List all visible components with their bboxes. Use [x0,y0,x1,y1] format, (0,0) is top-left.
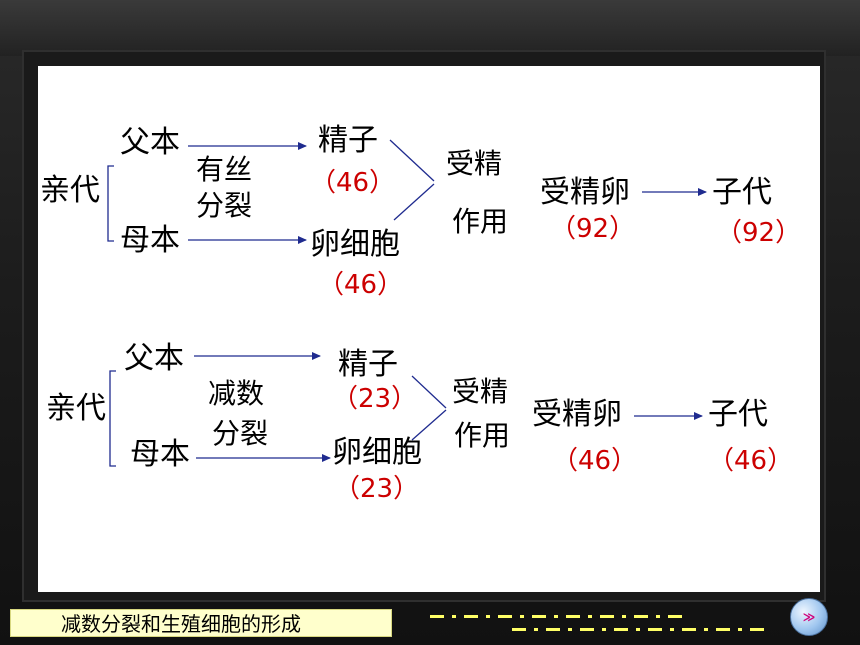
bottom-parents-label: 亲代 [46,391,106,426]
next-slide-button[interactable]: ≫ [790,598,828,636]
top-mother-label: 母本 [120,223,180,258]
bottom-root-bracket [109,370,116,467]
double-chevron-icon: ≫ [802,610,816,624]
bottom-fertilization-label-1: 受精 [452,375,509,408]
top-egg-count: （46） [318,270,404,300]
top-sperm-connector [389,139,435,182]
top-egg-connector [393,183,435,221]
bottom-zygote-count: （46） [552,446,638,476]
bottom-division-label-1: 减数 [208,377,265,410]
bottom-division-label-2: 分裂 [212,417,269,450]
bottom-zygote-label: 受精卵 [532,397,622,432]
top-band [0,0,860,56]
top-fertilization-label-2: 作用 [452,205,509,238]
bottom-fertilization-label-2: 作用 [454,419,511,452]
bottom-sperm-label: 精子 [338,347,398,382]
bottom-offspring-count: （46） [708,446,794,476]
top-division-label-1: 有丝 [196,153,253,186]
bottom-egg-count: （23） [334,474,420,504]
bottom-father-label: 父本 [124,341,184,376]
bottom-mother-label: 母本 [130,437,190,472]
top-division-label-2: 分裂 [196,189,253,222]
bottom-egg-connector [411,409,447,441]
top-offspring-label: 子代 [712,175,772,210]
top-root-bracket [107,165,114,242]
bottom-egg-label: 卵细胞 [332,435,422,470]
top-father-label: 父本 [120,125,180,160]
top-zygote-count: （92） [550,214,636,244]
slide-title-bar: 减数分裂和生殖细胞的形成 [10,609,392,637]
slide-panel: 亲代 父本 母本 有丝 分裂 精子 （46） 卵细胞 （46） 受精 作用 受精… [38,66,820,592]
connector-lines [107,139,707,467]
top-parents-label: 亲代 [40,173,100,208]
bottom-sperm-count: （23） [332,384,418,414]
top-sperm-count: （46） [310,168,396,198]
bottom-sperm-connector [411,375,447,409]
dash-decoration [430,615,764,631]
top-offspring-count: （92） [716,218,802,248]
bottom-offspring-label: 子代 [708,397,768,432]
top-zygote-label: 受精卵 [540,175,630,210]
top-sperm-label: 精子 [318,123,378,158]
top-egg-label: 卵细胞 [310,227,400,262]
top-fertilization-label-1: 受精 [446,147,503,180]
